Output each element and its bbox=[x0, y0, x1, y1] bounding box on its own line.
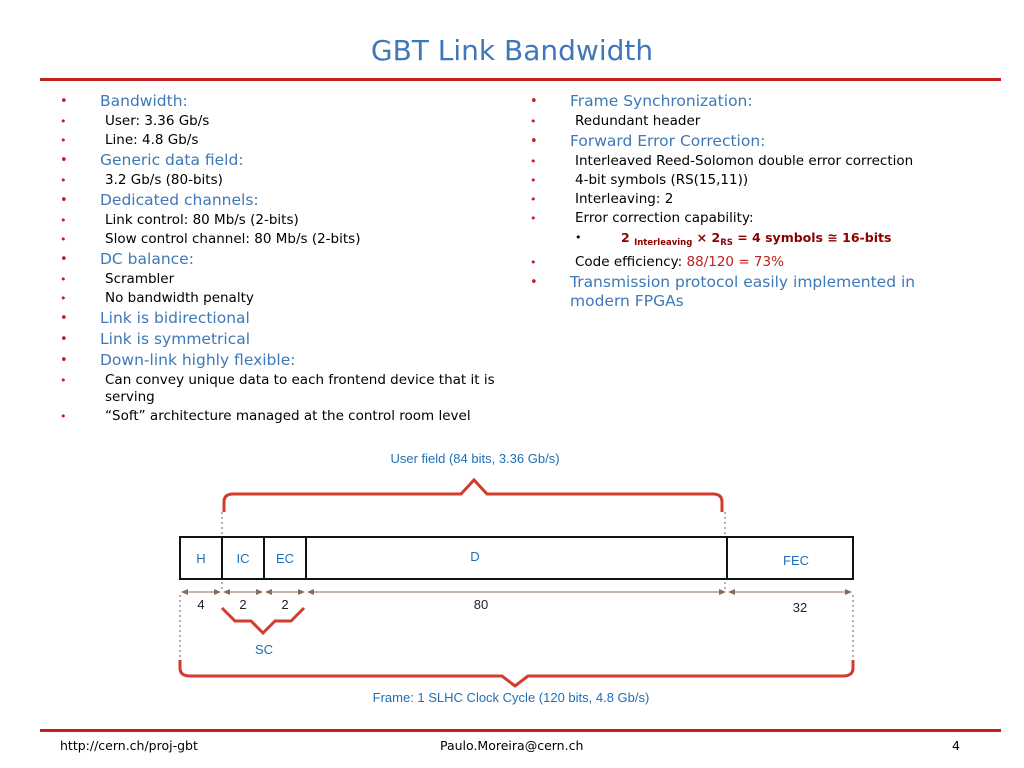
sub-bullet: Link control: 80 Mb/s (2-bits) bbox=[60, 212, 510, 229]
footer-email: Paulo.Moreira@cern.ch bbox=[440, 738, 584, 753]
field-h: H bbox=[196, 551, 205, 566]
sc-brace bbox=[220, 606, 306, 636]
capability-formula: 2 Interleaving × 2RS = 4 symbols ≅ 16-bi… bbox=[575, 229, 970, 252]
frame-brace bbox=[178, 660, 855, 688]
bullet-fec: Forward Error Correction: bbox=[530, 132, 970, 151]
top-divider bbox=[40, 78, 1001, 81]
bullet-generic-data: Generic data field: bbox=[60, 151, 510, 170]
formula-result: = 4 symbols ≅ 16-bits bbox=[737, 230, 892, 245]
right-bullet-column: Frame Synchronization: Redundant header … bbox=[530, 90, 970, 311]
sub-bullet: Line: 4.8 Gb/s bbox=[60, 132, 510, 149]
bullet-bidirectional: Link is bidirectional bbox=[60, 309, 510, 328]
left-bullet-column: Bandwidth: User: 3.36 Gb/s Line: 4.8 Gb/… bbox=[60, 90, 510, 425]
bullet-protocol: Transmission protocol easily implemented… bbox=[530, 273, 970, 311]
sub-bullet: Error correction capability: bbox=[530, 210, 970, 227]
frame-box bbox=[179, 536, 854, 580]
bullet-dc-balance: DC balance: bbox=[60, 250, 510, 269]
sub-bullet: Scrambler bbox=[60, 271, 510, 288]
slide-title: GBT Link Bandwidth bbox=[370, 34, 654, 67]
sub-bullet: 4-bit symbols (RS(15,11)) bbox=[530, 172, 970, 189]
sub-bullet: Interleaved Reed-Solomon double error co… bbox=[530, 153, 970, 170]
efficiency-value: 88/120 = 73% bbox=[686, 254, 784, 270]
sub-bullet: Can convey unique data to each frontend … bbox=[60, 372, 510, 406]
efficiency-label: Code efficiency: bbox=[575, 254, 683, 270]
bullet-symmetrical: Link is symmetrical bbox=[60, 330, 510, 349]
sub-bullet-efficiency: Code efficiency: 88/120 = 73% bbox=[530, 254, 970, 271]
field-fec: FEC bbox=[783, 553, 809, 568]
field-ec: EC bbox=[276, 551, 294, 566]
bottom-divider bbox=[40, 729, 1001, 732]
width-ec: 2 bbox=[281, 597, 288, 612]
formula-n1: 2 bbox=[621, 230, 630, 245]
sub-bullet: “Soft” architecture managed at the contr… bbox=[60, 408, 510, 425]
width-h: 4 bbox=[197, 597, 204, 612]
formula-sub-interleaving: Interleaving bbox=[634, 238, 693, 248]
sub-bullet: No bandwidth penalty bbox=[60, 290, 510, 307]
sub-bullet: Interleaving: 2 bbox=[530, 191, 970, 208]
width-ic: 2 bbox=[239, 597, 246, 612]
bullet-downlink: Down-link highly flexible: bbox=[60, 351, 510, 370]
frame-label: Frame: 1 SLHC Clock Cycle (120 bits, 4.8… bbox=[373, 690, 650, 705]
bullet-bandwidth: Bandwidth: bbox=[60, 92, 510, 111]
width-d: 80 bbox=[474, 597, 488, 612]
arrow-heads bbox=[181, 589, 852, 595]
sub-bullet: Redundant header bbox=[530, 113, 970, 130]
user-field-label: User field (84 bits, 3.36 Gb/s) bbox=[390, 451, 559, 466]
bullet-dedicated-channels: Dedicated channels: bbox=[60, 191, 510, 210]
formula-sub-rs: RS bbox=[720, 238, 733, 248]
width-fec: 32 bbox=[793, 600, 807, 615]
sub-bullet: Slow control channel: 80 Mb/s (2-bits) bbox=[60, 231, 510, 248]
field-d: D bbox=[470, 549, 479, 564]
field-ic: IC bbox=[237, 551, 250, 566]
sub-bullet: 3.2 Gb/s (80-bits) bbox=[60, 172, 510, 189]
footer-url: http://cern.ch/proj-gbt bbox=[60, 738, 198, 753]
sc-label: SC bbox=[255, 642, 273, 657]
page-number: 4 bbox=[952, 738, 960, 753]
bullet-frame-sync: Frame Synchronization: bbox=[530, 92, 970, 111]
formula-times: × 2 bbox=[696, 230, 721, 245]
user-field-brace bbox=[222, 477, 724, 512]
sub-bullet: User: 3.36 Gb/s bbox=[60, 113, 510, 130]
